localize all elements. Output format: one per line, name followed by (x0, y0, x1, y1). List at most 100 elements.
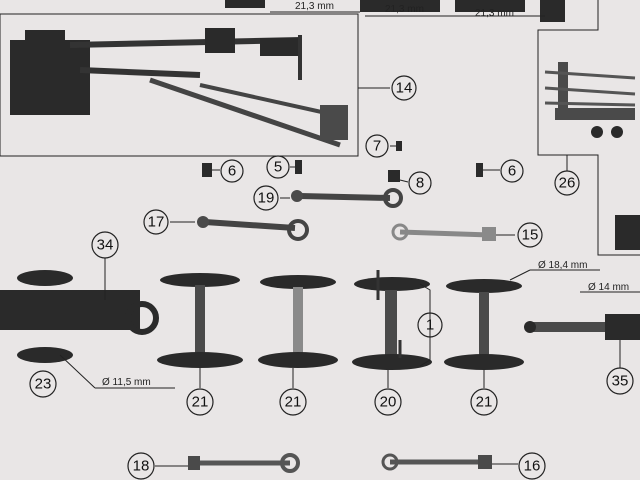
callout-number: 21 (285, 394, 302, 411)
callout-5: 5 (266, 155, 290, 179)
rod-eye (383, 188, 403, 208)
callout-number: 16 (524, 458, 541, 475)
wheel-bottom (157, 352, 243, 368)
screw-icon (295, 160, 302, 174)
connecting-rod (299, 193, 391, 201)
screw-icon (476, 163, 483, 177)
wheel-top (260, 275, 336, 289)
wheel-top (354, 277, 430, 291)
callout-number: 21 (476, 394, 493, 411)
linkage-block (260, 38, 300, 56)
screw-row (202, 141, 500, 183)
top-part-block (225, 0, 265, 8)
bracket-rod (544, 70, 636, 80)
bracket-base (555, 108, 635, 120)
bracket-box-outline (537, 0, 640, 256)
wheel-top (446, 279, 522, 293)
callout-21: 21 (279, 388, 307, 416)
callout-6: 6 (220, 159, 244, 183)
callout-7: 7 (365, 134, 389, 158)
axle-eye (125, 301, 159, 335)
callout-number: 18 (133, 458, 150, 475)
callout-number: 15 (522, 227, 539, 244)
assembly-box (0, 13, 359, 157)
axle-shaft (293, 287, 303, 355)
motor-block-detail (25, 30, 65, 45)
rod-end (188, 456, 200, 470)
callout-26: 26 (554, 170, 580, 196)
callout-leader (399, 179, 409, 183)
wheel-bottom (444, 354, 524, 370)
shaft-end (605, 314, 640, 340)
linkage-end (320, 105, 348, 140)
top-part-block (540, 0, 565, 22)
callout-number: 23 (35, 376, 52, 393)
rod-eye (197, 216, 209, 228)
callout-21: 21 (470, 388, 498, 416)
connecting-rods (170, 188, 515, 241)
callout-number: 35 (612, 373, 629, 390)
dimension-line (59, 354, 96, 389)
bracket-foot (611, 126, 623, 138)
top-part-block (360, 0, 440, 12)
callout-35: 35 (606, 367, 634, 395)
callout-number: 17 (148, 214, 165, 231)
side-part (615, 215, 640, 250)
callout-number: 6 (508, 163, 516, 180)
callout-number: 34 (97, 237, 114, 254)
screw-icon (202, 163, 212, 177)
gear-wheel (17, 270, 73, 286)
callout-19: 19 (253, 185, 279, 211)
callout-6: 6 (500, 159, 524, 183)
linkage-rod (199, 83, 336, 117)
axle-housing (0, 290, 140, 330)
bottom-rods (155, 453, 518, 473)
drive-axle-assembly: Ø 11,5 mm (0, 258, 175, 389)
shaft-tip (524, 321, 536, 333)
wheelset (258, 275, 338, 388)
linkage-block (205, 28, 235, 53)
linkage-rod (149, 77, 341, 148)
axle-shaft (479, 292, 489, 356)
top-part-block (455, 0, 525, 12)
callout-23: 23 (29, 370, 57, 398)
callout-number: 19 (258, 190, 275, 207)
rod-end (478, 455, 492, 469)
dimension-label: Ø 11,5 mm (102, 377, 151, 388)
connecting-rod (399, 229, 491, 238)
callout-number: 14 (396, 80, 413, 97)
bracket-assembly (537, 0, 640, 256)
axle-shaft (195, 285, 205, 355)
callout-14: 14 (391, 75, 417, 101)
wheel-bottom (352, 354, 432, 370)
callout-leader (419, 283, 431, 367)
gear-wheel (17, 347, 73, 363)
callout-8: 8 (408, 171, 432, 195)
bracket-foot (591, 126, 603, 138)
screw-icon (396, 141, 402, 151)
dimension-label: Ø 18,4 mm (538, 260, 587, 271)
callout-number: 26 (559, 175, 576, 192)
callout-17: 17 (143, 209, 169, 235)
callout-number: 21 (192, 394, 209, 411)
callout-number: 6 (228, 163, 236, 180)
nut-icon (388, 170, 400, 182)
rod-eye (287, 219, 309, 241)
axle-shaft (385, 290, 397, 356)
callout-number: 1 (426, 317, 434, 334)
bracket-rod (544, 86, 636, 96)
wheelset: Ø 18,4 mm (444, 260, 600, 388)
callout-34: 34 (91, 231, 119, 259)
wheel-top (160, 273, 240, 287)
rod-eye (280, 453, 300, 473)
callout-number: 7 (373, 138, 381, 155)
motor-block (10, 40, 90, 115)
top-dimension-strip: 21,3 mm 21,3 mm 21,3 mm (225, 0, 565, 22)
dimension-label: Ø 14 mm (588, 282, 629, 293)
wheel-bottom (258, 352, 338, 368)
callout-number: 20 (380, 394, 397, 411)
callout-15: 15 (517, 222, 543, 248)
callout-1: 1 (417, 312, 443, 338)
callout-number: 5 (274, 159, 282, 176)
